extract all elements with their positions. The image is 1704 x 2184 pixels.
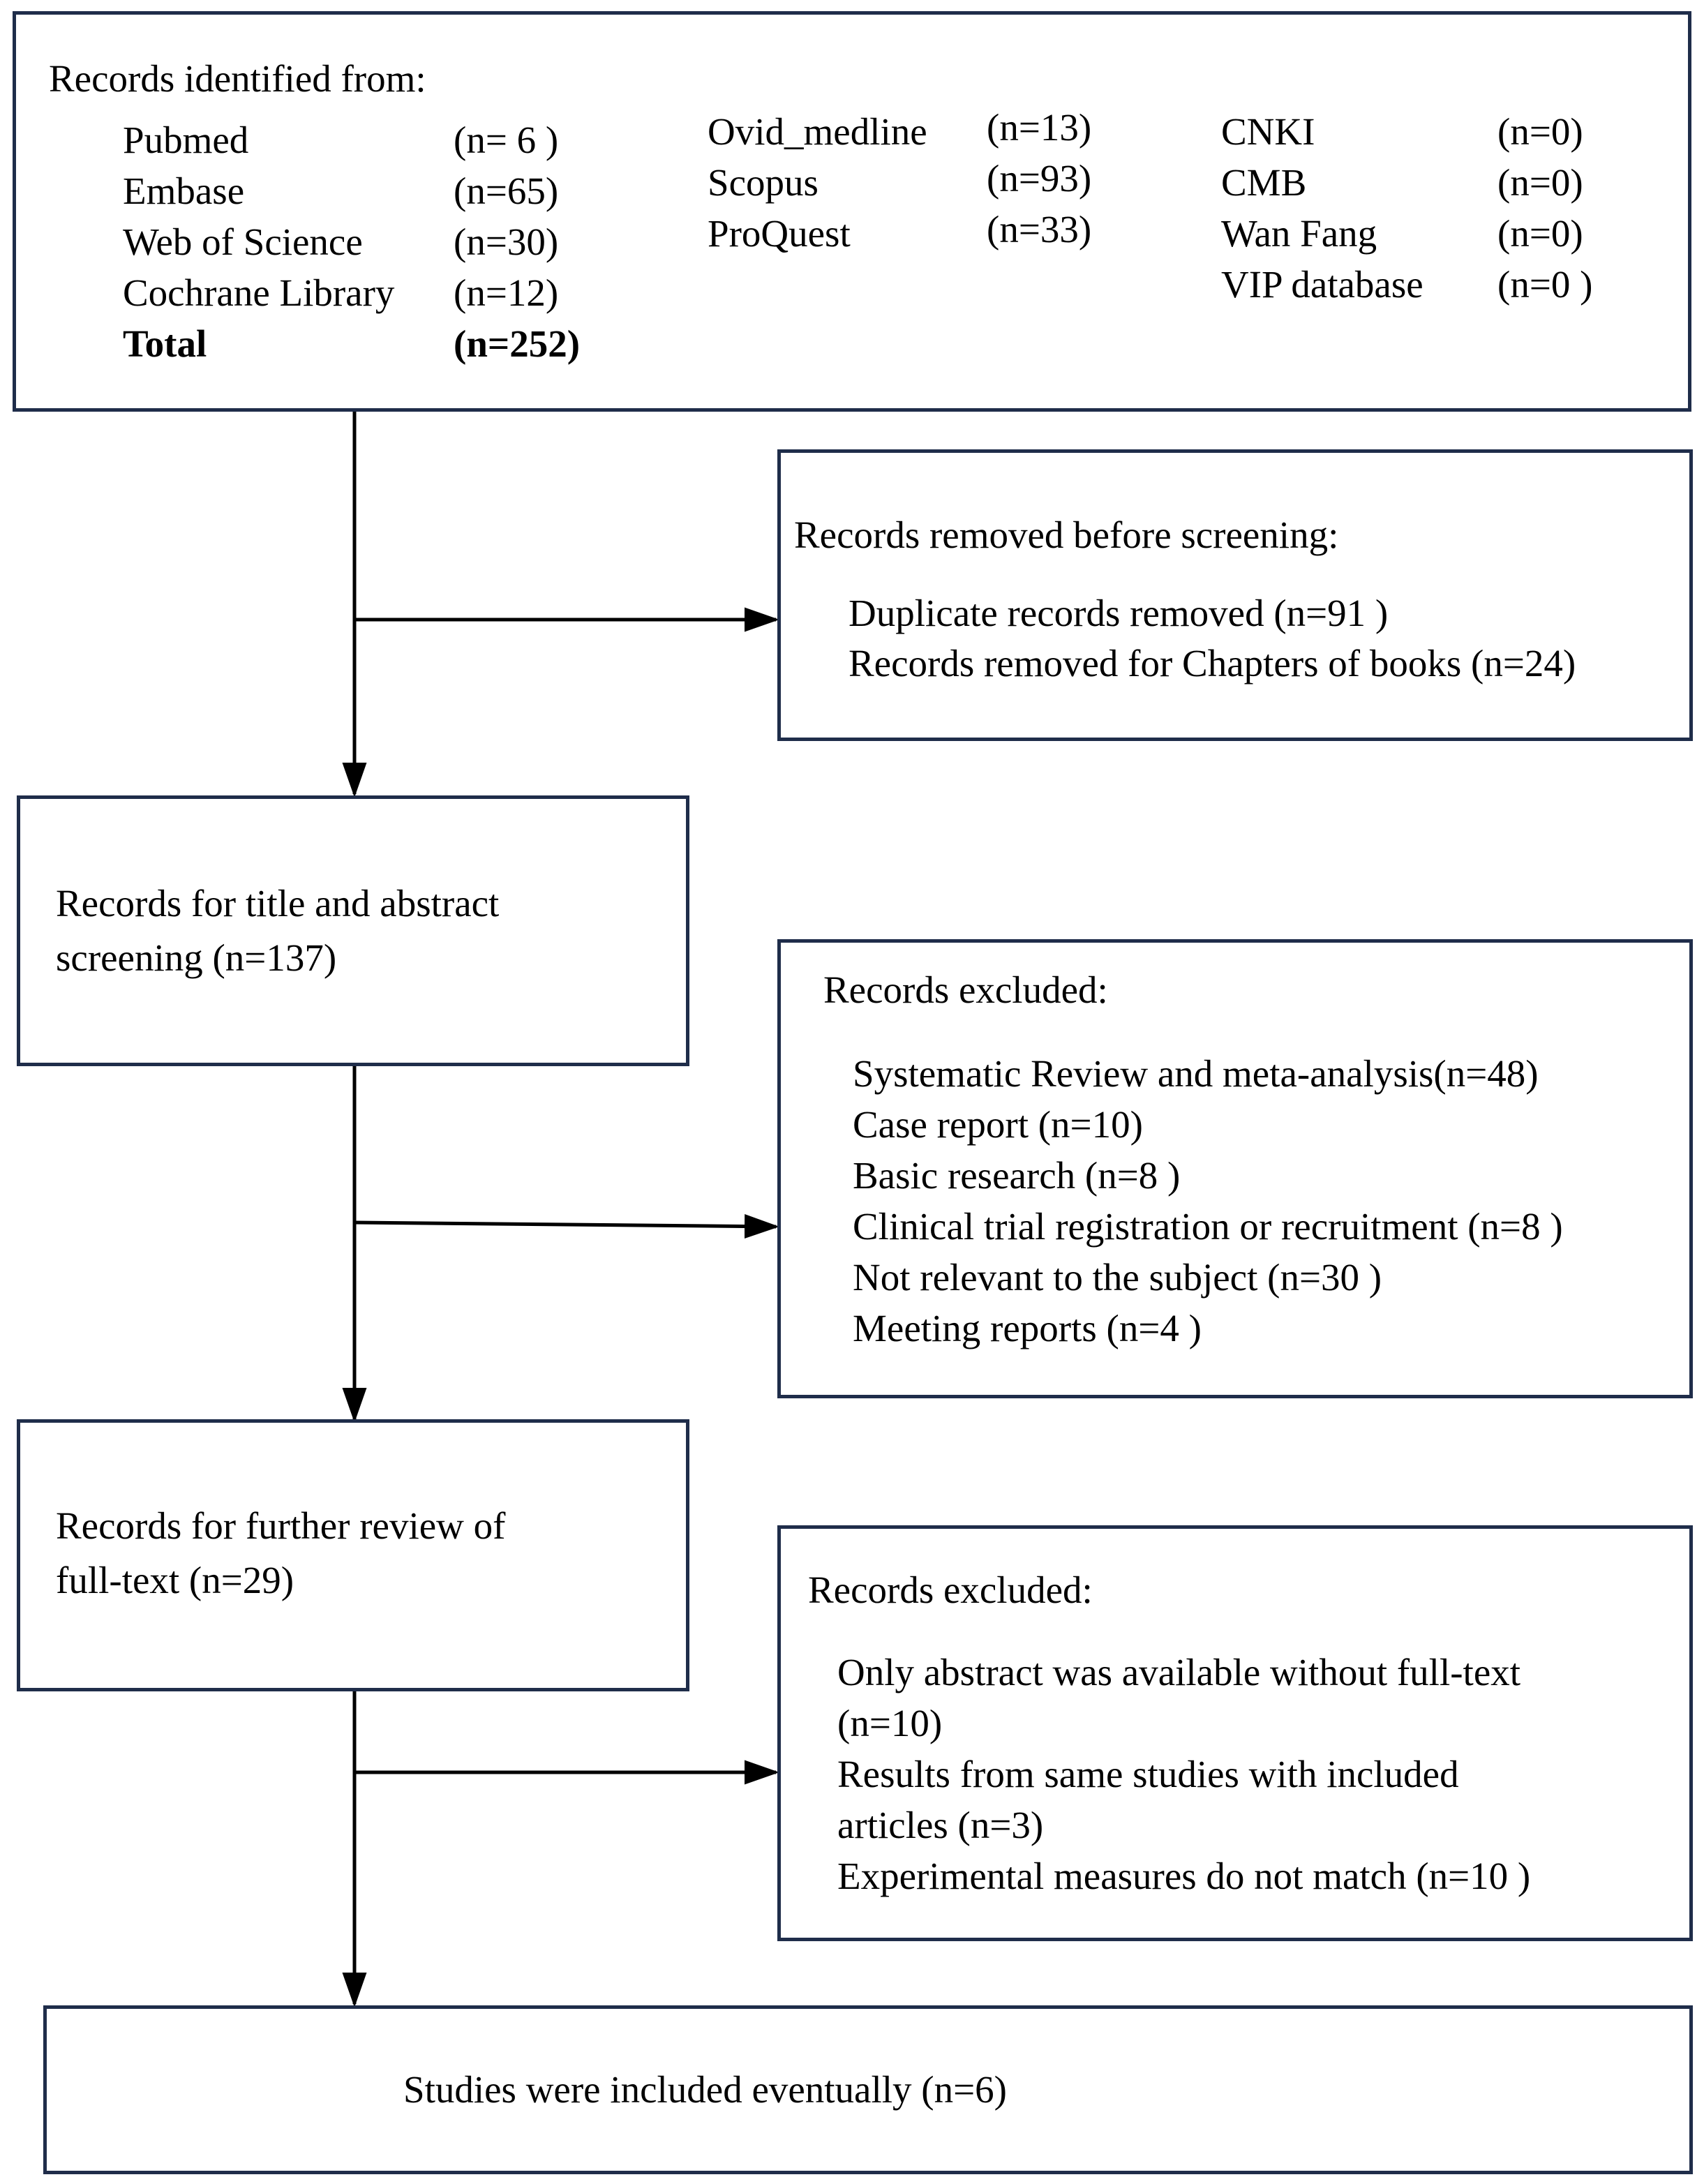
excluded-full-text-item: articles (n=3) bbox=[837, 1804, 1044, 1846]
source-name-scopus: Scopus bbox=[708, 161, 819, 204]
source-count-cochrane: (n=12) bbox=[454, 271, 559, 314]
excluded-full-text-item: (n=10) bbox=[837, 1702, 943, 1744]
source-name-pubmed: Pubmed bbox=[123, 119, 249, 161]
source-name-embase: Embase bbox=[123, 170, 245, 212]
excluded-screening-heading: Records excluded: bbox=[823, 968, 1108, 1011]
source-count-web-of-science: (n=30) bbox=[454, 220, 559, 263]
included-text: Studies were included eventually (n=6) bbox=[403, 2068, 1007, 2111]
source-name-ovid-medline: Ovid_medline bbox=[708, 110, 927, 153]
excluded-screening-box bbox=[777, 939, 1693, 1398]
excluded-full-text-heading: Records excluded: bbox=[808, 1569, 1093, 1611]
source-count-embase: (n=65) bbox=[454, 170, 559, 212]
source-count-ovid-medline: (n=13) bbox=[987, 106, 1092, 149]
source-name-cnki: CNKI bbox=[1221, 110, 1315, 153]
excluded-full-text-item: Experimental measures do not match (n=10… bbox=[837, 1855, 1531, 1897]
removed-heading: Records removed before screening: bbox=[794, 514, 1339, 556]
source-count-vip: (n=0 ) bbox=[1497, 263, 1593, 306]
source-count-pubmed: (n= 6 ) bbox=[454, 119, 559, 161]
source-count-wan-fang: (n=0) bbox=[1497, 212, 1583, 255]
source-name-vip: VIP database bbox=[1221, 263, 1423, 306]
screening-text-line: screening (n=137) bbox=[56, 936, 337, 979]
identification-heading: Records identified from: bbox=[49, 57, 426, 100]
screening-text-line: Records for title and abstract bbox=[56, 882, 500, 925]
source-count-cmb: (n=0) bbox=[1497, 161, 1583, 204]
excluded-screening-item: Not relevant to the subject (n=30 ) bbox=[853, 1256, 1382, 1299]
source-name-wan-fang: Wan Fang bbox=[1221, 212, 1377, 255]
source-name-cochrane: Cochrane Library bbox=[123, 271, 395, 314]
removed-before-screening-box bbox=[777, 449, 1693, 741]
arrow-to-excluded-screening bbox=[354, 1214, 779, 1239]
source-count-scopus: (n=93) bbox=[987, 157, 1092, 200]
source-name-proquest: ProQuest bbox=[708, 212, 851, 255]
total-label: Total bbox=[123, 322, 207, 365]
excluded-full-text-item: Only abstract was available without full… bbox=[837, 1651, 1521, 1693]
source-name-web-of-science: Web of Science bbox=[123, 220, 363, 263]
removed-item: Records removed for Chapters of books (n… bbox=[849, 642, 1576, 685]
excluded-full-text-box bbox=[777, 1525, 1693, 1941]
screening-box bbox=[17, 795, 689, 1066]
excluded-screening-item: Basic research (n=8 ) bbox=[853, 1154, 1181, 1197]
included-box bbox=[43, 2005, 1693, 2174]
excluded-full-text-item: Results from same studies with included bbox=[837, 1753, 1459, 1795]
identification-box bbox=[13, 11, 1691, 412]
source-count-cnki: (n=0) bbox=[1497, 110, 1583, 153]
full-text-box bbox=[17, 1419, 689, 1691]
excluded-screening-item: Systematic Review and meta-analysis(n=48… bbox=[853, 1052, 1539, 1095]
removed-item: Duplicate records removed (n=91 ) bbox=[849, 592, 1389, 634]
full-text-line: full-text (n=29) bbox=[56, 1559, 294, 1601]
source-count-proquest: (n=33) bbox=[987, 208, 1092, 250]
full-text-line: Records for further review of bbox=[56, 1504, 506, 1547]
total-count: (n=252) bbox=[454, 322, 581, 365]
excluded-screening-item: Clinical trial registration or recruitme… bbox=[853, 1205, 1563, 1248]
source-name-cmb: CMB bbox=[1221, 161, 1307, 204]
excluded-screening-item: Case report (n=10) bbox=[853, 1103, 1143, 1146]
excluded-screening-item: Meeting reports (n=4 ) bbox=[853, 1307, 1202, 1349]
